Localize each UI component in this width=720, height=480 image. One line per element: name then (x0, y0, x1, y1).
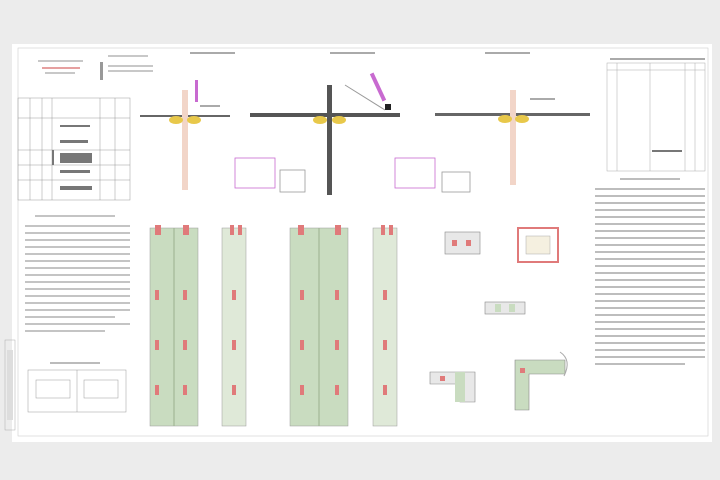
detail-d (429, 371, 476, 403)
section-1 (140, 52, 235, 190)
sheet-border (17, 47, 709, 437)
general-notes-left (25, 215, 130, 332)
column-view-3 (289, 225, 349, 427)
column-view-4 (372, 225, 398, 427)
column-view-1 (149, 225, 199, 427)
general-notes-right (595, 178, 705, 365)
materials-table (606, 58, 706, 172)
detail-b (517, 227, 559, 263)
node-detail-2 (394, 157, 471, 193)
node-detail-1 (234, 157, 306, 193)
detail-c (484, 301, 526, 315)
detail-a (444, 231, 481, 255)
specification-table (17, 97, 131, 201)
section-3 (435, 52, 590, 185)
title-block (4, 339, 16, 431)
paper (12, 44, 712, 442)
column-view-2 (221, 225, 247, 427)
small-detail-table (27, 362, 127, 413)
section-2 (250, 52, 400, 195)
legend-notes (38, 55, 153, 80)
detail-e (514, 351, 568, 411)
